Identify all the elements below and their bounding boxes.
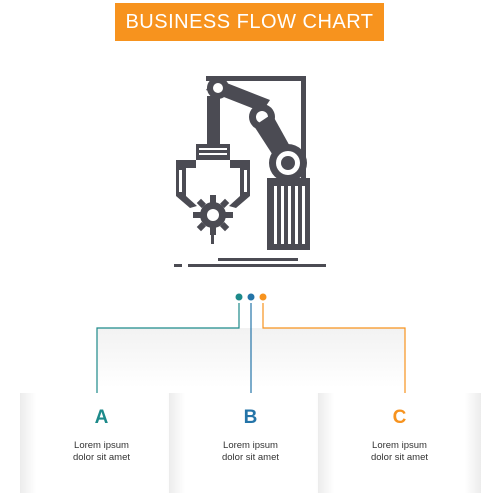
- step-card-b: B Lorem ipsum dolor sit amet: [169, 393, 332, 493]
- step-letter-c: C: [392, 407, 407, 428]
- dot-b: [247, 293, 255, 301]
- robot-arm-gear-icon: [174, 76, 326, 267]
- step-card-c: C Lorem ipsum dolor sit amet: [318, 393, 481, 493]
- step-letter-a: A: [94, 407, 109, 428]
- connector-c: [262, 303, 406, 397]
- step-text-a-line2: dolor sit amet: [72, 452, 131, 463]
- step-letter-b: B: [243, 407, 258, 428]
- step-card-a: A Lorem ipsum dolor sit amet: [20, 393, 183, 493]
- step-text-b-line2: dolor sit amet: [221, 452, 280, 463]
- step-text-c-line1: Lorem ipsum: [372, 440, 427, 451]
- step-text-a: Lorem ipsum dolor sit amet: [20, 440, 183, 464]
- chart-title: BUSINESS FLOW CHART: [125, 10, 374, 33]
- dot-a: [235, 293, 243, 301]
- connector-a: [96, 303, 240, 397]
- step-text-c-line2: dolor sit amet: [370, 452, 429, 463]
- step-text-b-line1: Lorem ipsum: [223, 440, 278, 451]
- step-text-a-line1: Lorem ipsum: [74, 440, 129, 451]
- step-text-b: Lorem ipsum dolor sit amet: [169, 440, 332, 464]
- step-text-c: Lorem ipsum dolor sit amet: [318, 440, 481, 464]
- title-banner: BUSINESS FLOW CHART: [115, 3, 384, 41]
- dot-c: [259, 293, 267, 301]
